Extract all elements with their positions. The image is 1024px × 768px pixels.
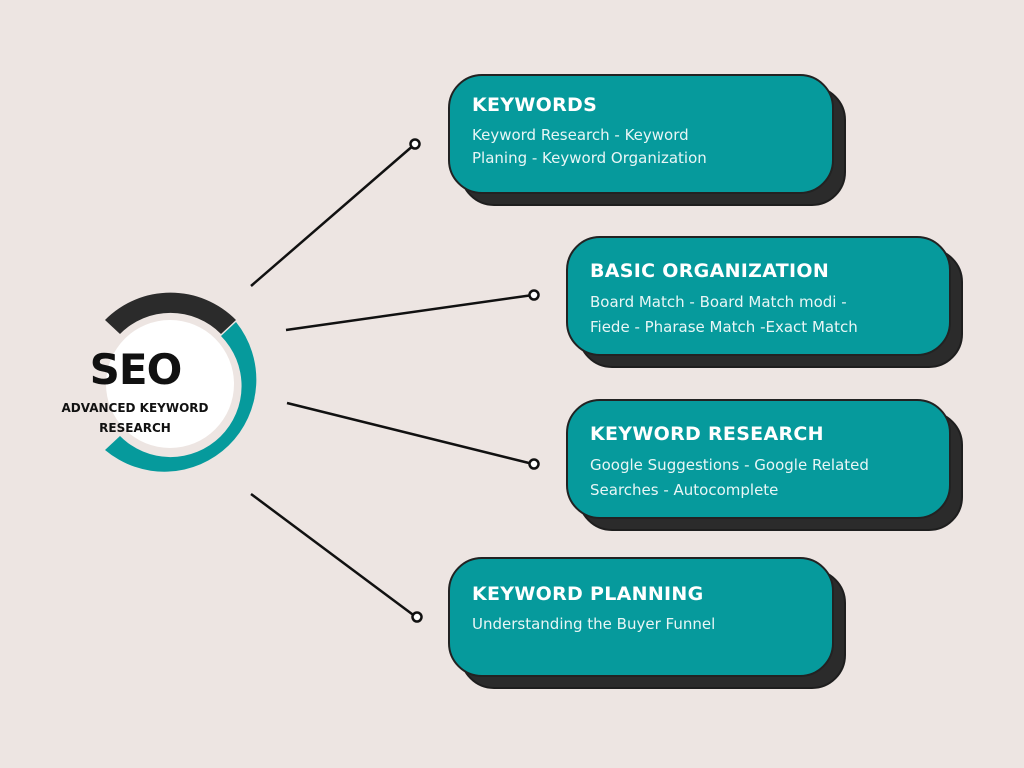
connector-keyword-planning	[250, 492, 417, 619]
ring-inner-fill	[106, 320, 234, 448]
card-body: Google Suggestions - Google Related Sear…	[590, 453, 927, 503]
card-panel: KEYWORD PLANNING Understanding the Buyer…	[448, 557, 834, 677]
connector-dot-keyword-research	[528, 458, 540, 470]
hub-subtitle: ADVANCED KEYWORD RESEARCH	[52, 398, 218, 438]
card-title: KEYWORDS	[472, 94, 598, 116]
card-body-line: Keyword Research - Keyword	[472, 126, 689, 144]
card-keywords: KEYWORDS Keyword Research - Keyword Plan…	[448, 74, 846, 206]
card-title: BASIC ORGANIZATION	[590, 260, 830, 282]
hub-title: SEO	[89, 345, 183, 394]
hub-subtitle-line1: ADVANCED KEYWORD	[61, 401, 209, 415]
card-body: Understanding the Buyer Funnel	[472, 613, 810, 636]
ring-teal-arc	[105, 322, 257, 472]
card-title: KEYWORD PLANNING	[472, 583, 704, 605]
card-body-line: Searches - Autocomplete	[590, 481, 779, 499]
card-body-line: Planing - Keyword Organization	[472, 149, 707, 167]
card-panel: KEYWORD RESEARCH Google Suggestions - Go…	[566, 399, 951, 519]
card-keyword-research: KEYWORD RESEARCH Google Suggestions - Go…	[566, 399, 963, 531]
hub-subtitle-line2: RESEARCH	[99, 421, 171, 435]
connector-dot-keywords	[409, 138, 421, 150]
card-basic-organization: BASIC ORGANIZATION Board Match - Board M…	[566, 236, 963, 368]
card-body: Board Match - Board Match modi - Fiede -…	[590, 290, 927, 340]
connector-keywords	[250, 143, 416, 287]
seo-ring	[105, 292, 257, 472]
card-panel: BASIC ORGANIZATION Board Match - Board M…	[566, 236, 951, 356]
card-panel: KEYWORDS Keyword Research - Keyword Plan…	[448, 74, 834, 194]
card-title: KEYWORD RESEARCH	[590, 423, 824, 445]
connector-keyword-research	[286, 401, 534, 466]
connector-basic-organization	[285, 293, 534, 332]
connector-dot-basic-organization	[528, 289, 540, 301]
card-keyword-planning: KEYWORD PLANNING Understanding the Buyer…	[448, 557, 846, 689]
ring-dark-arc	[105, 292, 236, 334]
card-body: Keyword Research - Keyword Planing - Key…	[472, 124, 810, 170]
card-body-line: Understanding the Buyer Funnel	[472, 615, 716, 633]
connector-dot-keyword-planning	[411, 611, 423, 623]
card-body-line: Google Suggestions - Google Related	[590, 456, 869, 474]
card-body-line: Board Match - Board Match modi -	[590, 293, 847, 311]
card-body-line: Fiede - Pharase Match -Exact Match	[590, 318, 858, 336]
